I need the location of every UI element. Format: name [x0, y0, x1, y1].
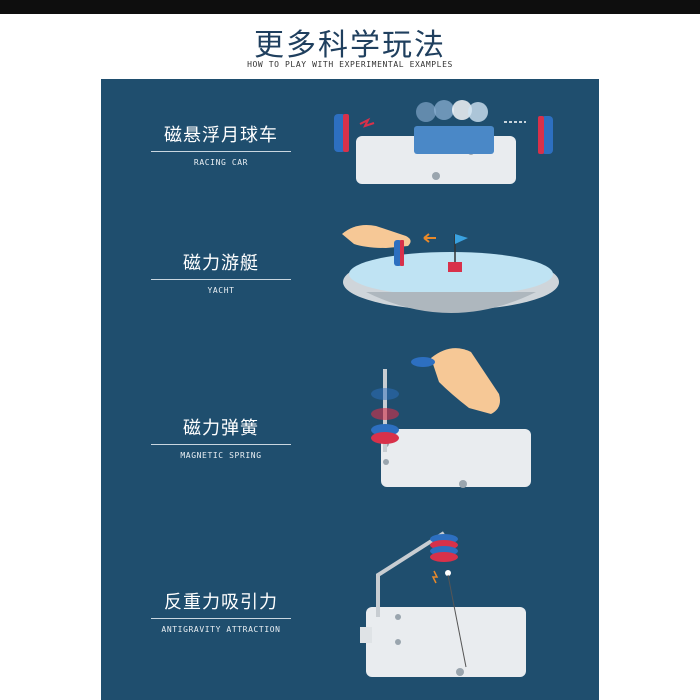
spark-icon	[431, 570, 439, 584]
hand-icon	[342, 225, 411, 248]
thread	[447, 574, 467, 668]
section-title-cn: 磁力弹簧	[183, 418, 259, 439]
section-title-en: MAGNETIC SPRING	[180, 451, 262, 460]
examples-panel: 磁悬浮月球车 RACING CAR 磁力游艇 YACHT 磁力弹簧 MAGNET…	[101, 79, 599, 700]
racing-car-illustration	[334, 100, 553, 184]
page-title: 更多科学玩法	[254, 28, 446, 63]
divider	[151, 151, 291, 152]
arrow-left-icon	[423, 233, 436, 243]
divider	[151, 444, 291, 445]
boat-magnet-icon	[394, 240, 404, 266]
right-magnet-icon	[538, 116, 553, 154]
water	[349, 252, 553, 296]
car-body	[414, 126, 494, 154]
antigravity-illustration	[360, 531, 526, 677]
section-title-cn: 磁力游艇	[183, 253, 259, 274]
base-plate	[381, 429, 531, 487]
section-yacht-label: 磁力游艇 YACHT	[146, 251, 296, 295]
section-title-en: ANTIGRAVITY ATTRACTION	[161, 625, 281, 634]
yacht-illustration	[342, 225, 559, 313]
magnetic-spring-illustration	[371, 348, 531, 488]
hanging-magnet-stack-icon	[430, 534, 458, 562]
left-magnet-icon	[334, 114, 349, 152]
paperclip	[445, 570, 451, 576]
divider	[151, 279, 291, 280]
section-title-cn: 反重力吸引力	[164, 592, 278, 613]
section-title-en: YACHT	[207, 286, 235, 295]
base-plate	[366, 607, 526, 677]
spark-icon	[359, 117, 375, 128]
hand-icon	[431, 348, 500, 414]
flag-icon	[455, 234, 468, 244]
boat	[448, 262, 462, 272]
held-magnet-icon	[411, 357, 435, 367]
section-title-en: RACING CAR	[193, 158, 249, 167]
section-antigravity-label: 反重力吸引力 ANTIGRAVITY ATTRACTION	[146, 590, 296, 634]
section-racing-car-label: 磁悬浮月球车 RACING CAR	[146, 123, 296, 167]
divider	[151, 618, 291, 619]
support-arm	[376, 531, 446, 617]
page-subtitle: HOW TO PLAY WITH EXPERIMENTAL EXAMPLES	[247, 60, 453, 69]
section-title-cn: 磁悬浮月球车	[164, 125, 278, 146]
section-magnetic-spring-label: 磁力弹簧 MAGNETIC SPRING	[146, 416, 296, 460]
top-black-bar	[0, 0, 700, 14]
